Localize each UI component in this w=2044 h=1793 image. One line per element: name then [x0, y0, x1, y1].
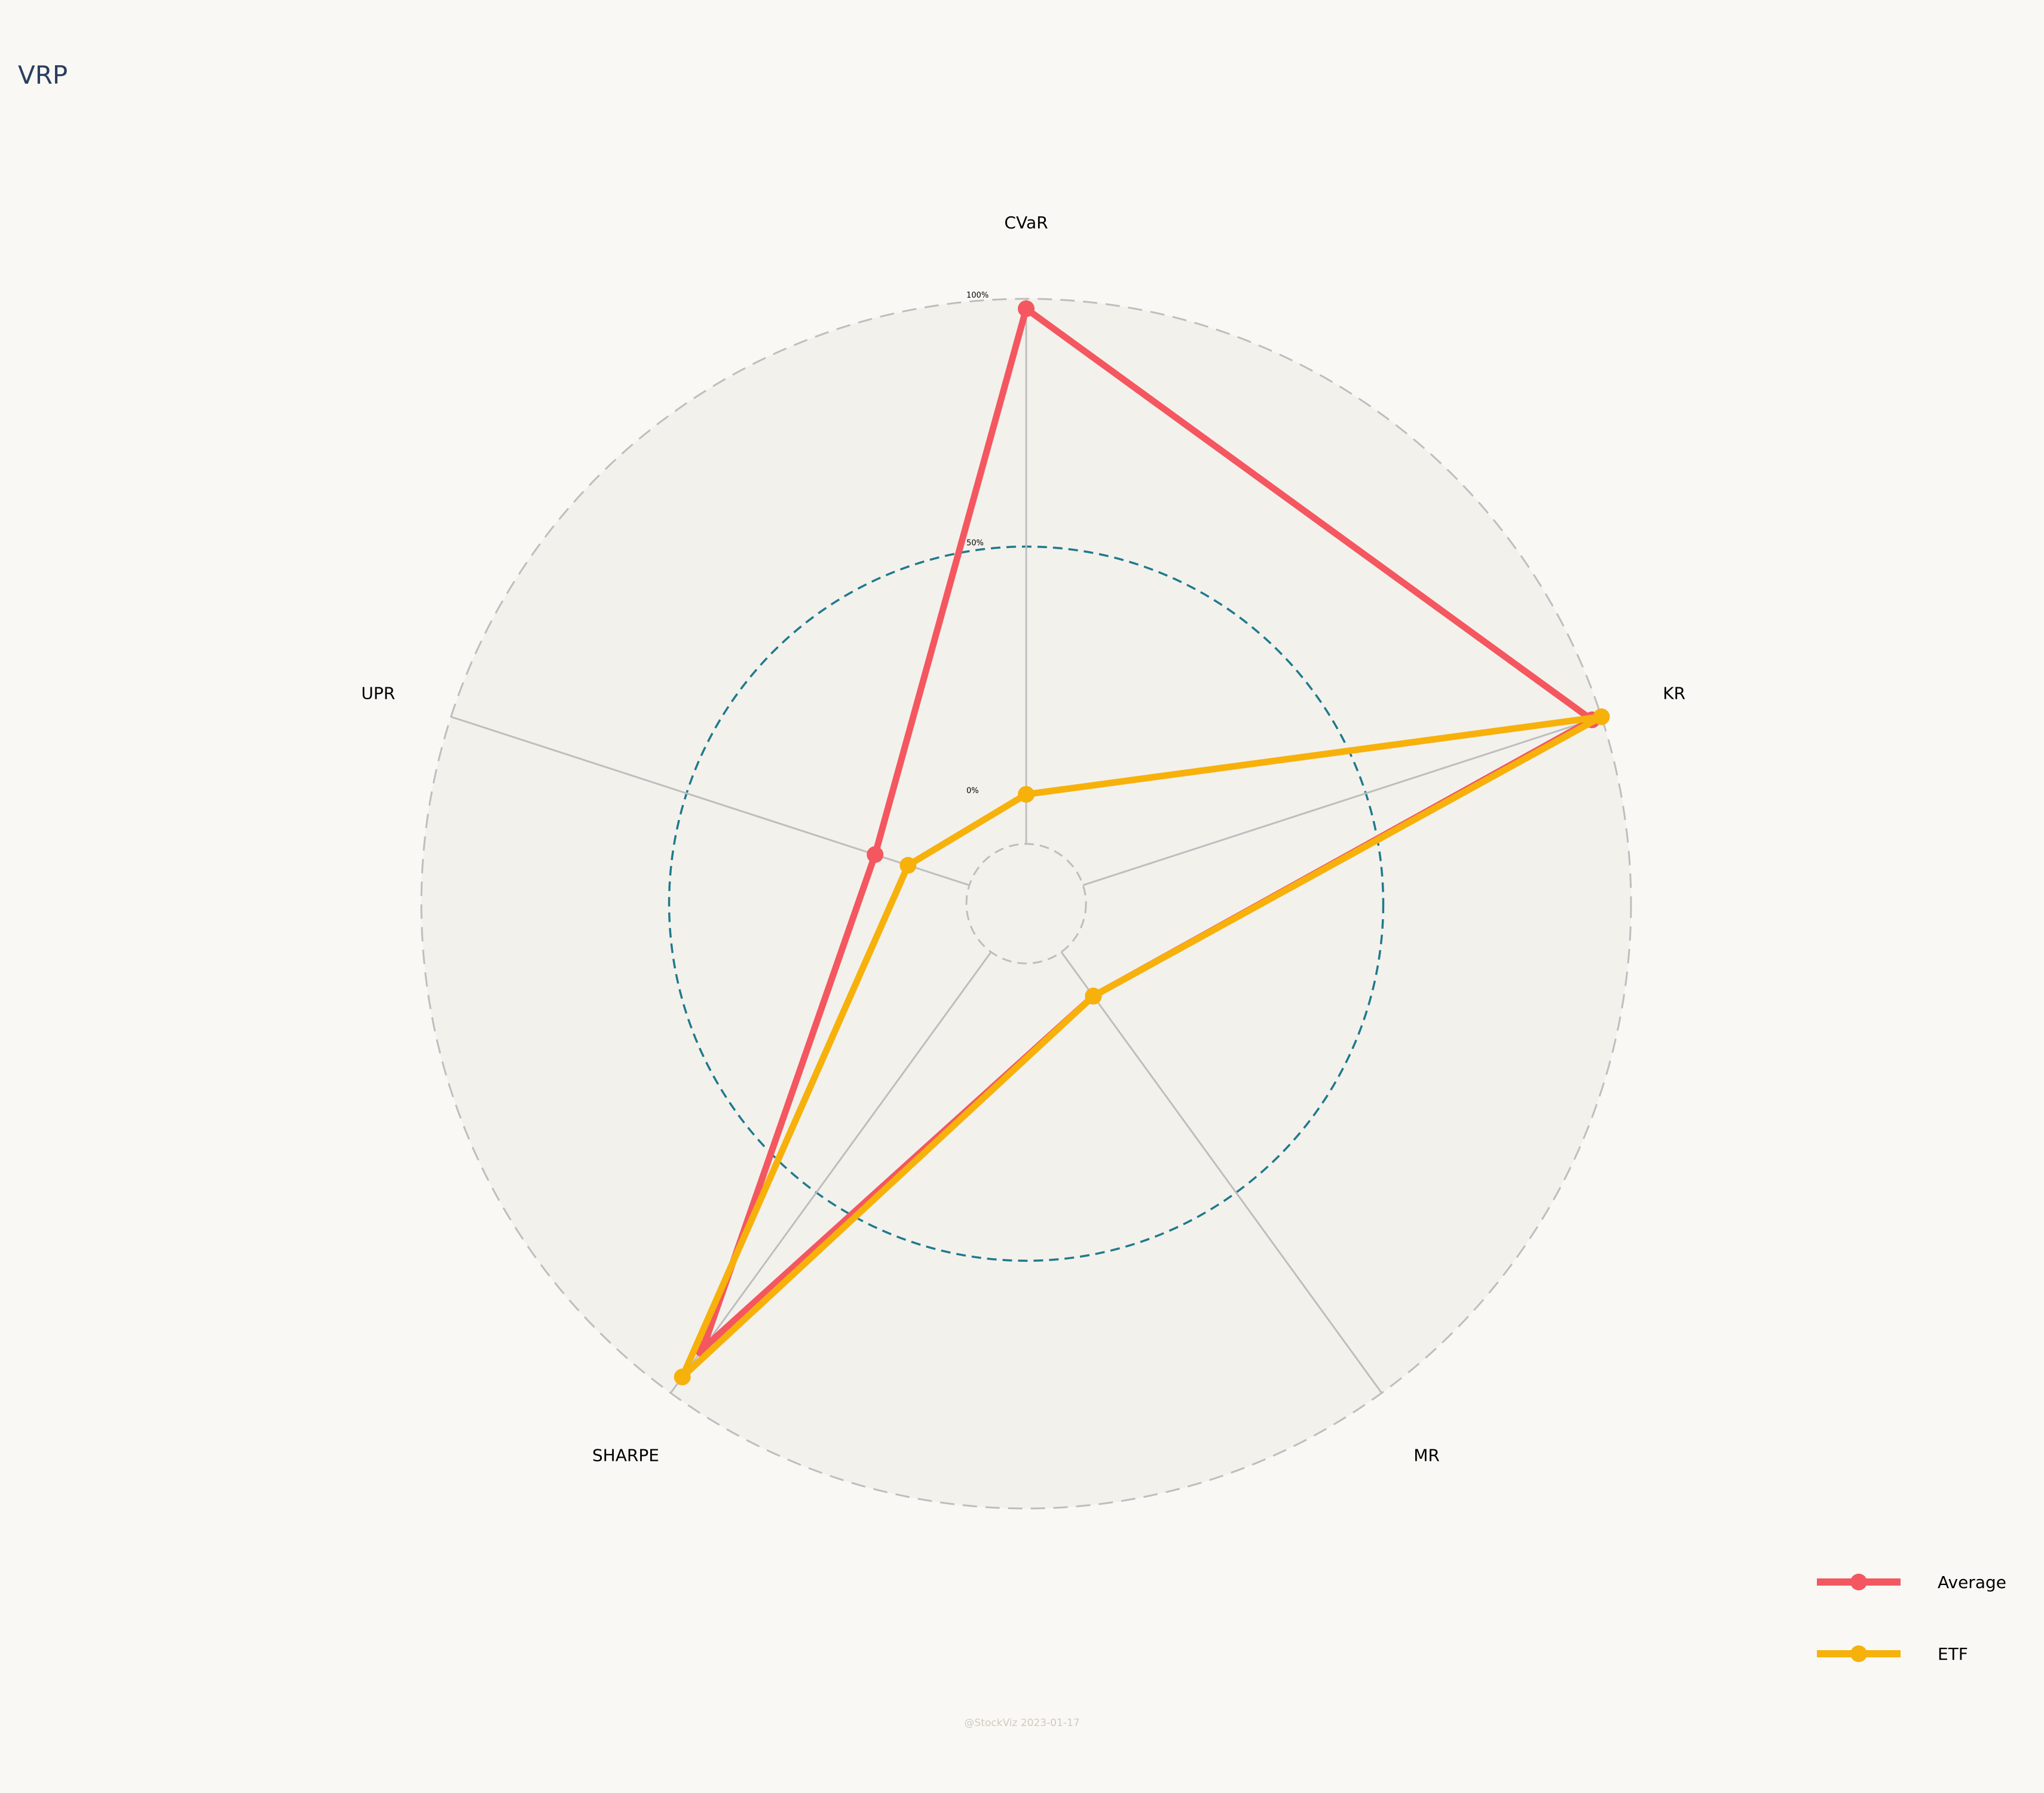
spoke-kr	[1082, 715, 1602, 886]
axis-label-upr: UPR	[361, 684, 395, 703]
spoke-mr	[1060, 951, 1383, 1394]
axis-label-kr: KR	[1663, 684, 1685, 703]
polar-background	[421, 299, 1631, 1509]
radial-tick-label: 50%	[966, 539, 984, 548]
data-point-average-upr	[867, 846, 884, 863]
spoke-sharpe	[669, 951, 992, 1394]
legend-marker-etf	[1850, 1645, 1867, 1662]
radial-tick-label: 0%	[966, 787, 979, 795]
data-point-etf-cvar	[1018, 786, 1035, 803]
legend-label-average: Average	[1938, 1572, 2006, 1592]
watermark: @StockViz 2023-01-17	[964, 1717, 1079, 1729]
axis-label-cvar: CVaR	[1004, 213, 1048, 232]
data-point-etf-upr	[899, 856, 917, 874]
plot-area: 0% 50% 100% CVaR KR MR SHARPE UPR	[361, 213, 1685, 1510]
radial-tick-label: 100%	[966, 291, 989, 300]
axis-label-sharpe: SHARPE	[592, 1445, 659, 1465]
data-point-average-cvar	[1018, 300, 1035, 317]
data-point-etf-mr	[1085, 987, 1102, 1005]
series-line-average	[699, 305, 1596, 1353]
axis-label-mr: MR	[1413, 1445, 1440, 1465]
chart-title: VRP	[18, 60, 68, 90]
legend-label-etf: ETF	[1938, 1644, 1968, 1664]
data-point-etf-sharpe	[674, 1368, 691, 1385]
series-line-etf	[679, 713, 1605, 1381]
legend-marker-average	[1850, 1574, 1867, 1590]
outer-ring	[420, 298, 1632, 1510]
data-point-etf-kr	[1593, 708, 1610, 726]
